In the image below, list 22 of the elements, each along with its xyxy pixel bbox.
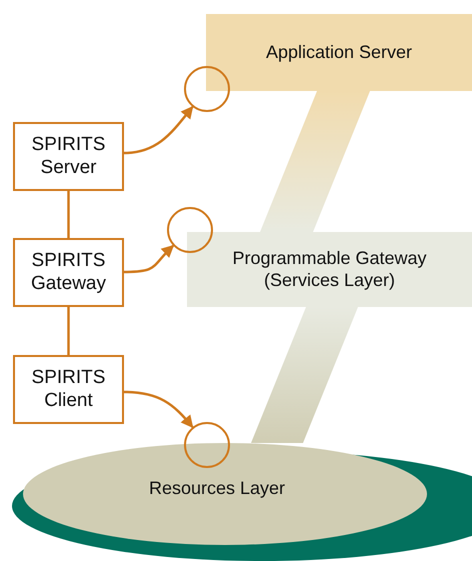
arrow <box>124 106 194 154</box>
connector-line <box>67 191 70 238</box>
component-box <box>13 122 124 191</box>
arrow <box>124 390 194 428</box>
component-label: SPIRITS Gateway <box>30 250 107 296</box>
component-label: SPIRITS Client <box>30 366 106 412</box>
layer-band <box>206 14 472 91</box>
component-box <box>13 238 124 307</box>
connector-pillar <box>251 307 358 443</box>
interface-circle <box>184 422 230 468</box>
component-label: SPIRITS Server <box>30 134 106 180</box>
connector-line <box>67 307 70 355</box>
arrow <box>124 244 174 274</box>
resources-ellipse <box>12 440 472 561</box>
connector-pillar <box>260 91 370 232</box>
layer-band <box>187 232 472 307</box>
layer-label: Programmable Gateway (Services Layer) <box>231 248 428 292</box>
layer-label: Application Server <box>266 42 412 64</box>
component-box <box>13 355 124 424</box>
interface-circle <box>167 207 213 253</box>
layer-label: Resources Layer <box>148 478 286 500</box>
interface-circle <box>184 66 230 112</box>
